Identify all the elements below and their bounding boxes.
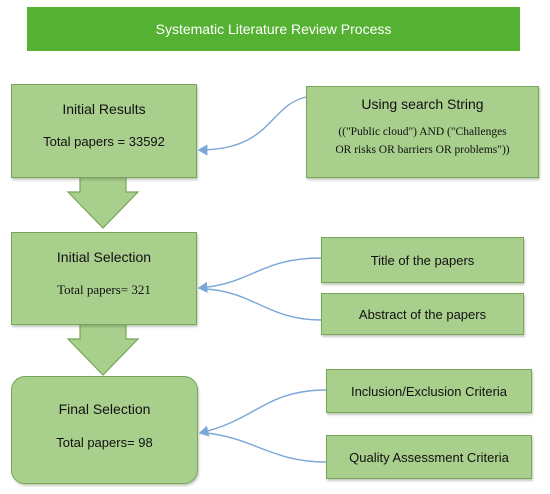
- criteria-label: Inclusion/Exclusion Criteria: [350, 383, 508, 399]
- search-label: Using search String: [361, 96, 484, 112]
- criteria-title: Title of the papers: [321, 237, 524, 283]
- step-final-selection: Final Selection Total papers= 98: [11, 376, 198, 484]
- down-arrow-1: [66, 175, 140, 229]
- step-heading: Initial Selection: [56, 249, 152, 265]
- search-query-line-1: (("Public cloud") AND ("Challenges: [338, 126, 507, 138]
- down-arrow-2: [66, 322, 140, 376]
- step-count: Total papers= 98: [56, 435, 153, 450]
- criteria-label: Abstract of the papers: [358, 306, 487, 322]
- criteria-inclusion-exclusion: Inclusion/Exclusion Criteria: [326, 369, 532, 413]
- step-heading: Initial Results: [62, 101, 146, 117]
- connector-quality: [205, 432, 327, 463]
- step-count: Total papers= 321: [57, 282, 151, 297]
- criteria-abstract: Abstract of the papers: [321, 293, 524, 335]
- step-initial-selection: Initial Selection Total papers= 321: [11, 232, 197, 325]
- step-initial-results: Initial Results Total papers = 33592: [11, 84, 197, 178]
- connector-search: [197, 96, 307, 156]
- connector-inclusion: [198, 389, 327, 437]
- step-count: Total papers = 33592: [43, 134, 165, 149]
- criteria-label: Title of the papers: [370, 252, 475, 268]
- diagram-title: Systematic Literature Review Process: [27, 7, 520, 51]
- connector-title: [197, 257, 322, 293]
- search-query-line-2: OR risks OR barriers OR problems")): [335, 144, 510, 156]
- search-string-box: Using search String (("Public cloud") AN…: [306, 86, 539, 178]
- criteria-quality-assessment: Quality Assessment Criteria: [326, 435, 532, 479]
- step-heading: Final Selection: [58, 401, 151, 417]
- criteria-label: Quality Assessment Criteria: [349, 449, 509, 465]
- connector-abstract: [205, 288, 322, 321]
